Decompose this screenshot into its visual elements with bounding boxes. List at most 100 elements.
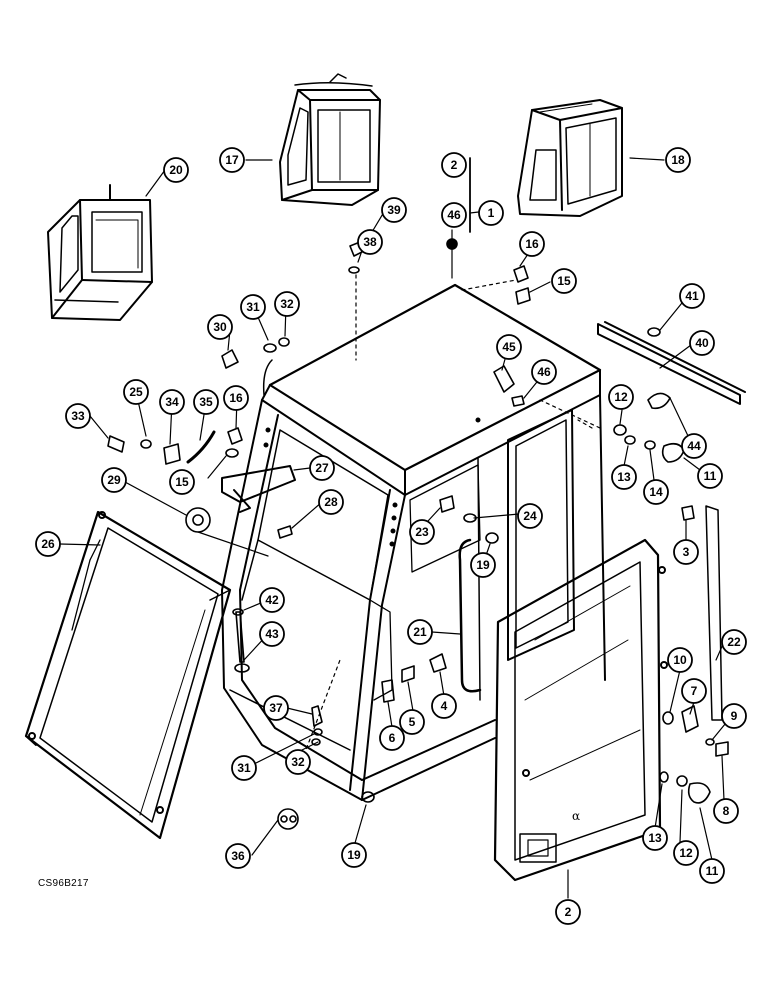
callout-32: 32 bbox=[274, 291, 300, 317]
callout-number: 37 bbox=[269, 701, 283, 715]
callout-number: 41 bbox=[685, 289, 699, 303]
callout-circle bbox=[65, 403, 91, 429]
callout-number: 12 bbox=[614, 390, 628, 404]
callout-circle bbox=[713, 798, 739, 824]
callout-number: 44 bbox=[687, 439, 701, 453]
callout-circle bbox=[409, 519, 435, 545]
right-door-2 bbox=[493, 538, 668, 882]
callout-number: 15 bbox=[175, 475, 189, 489]
callout-number: 32 bbox=[280, 297, 294, 311]
callout-number: 4 bbox=[441, 699, 448, 713]
callout-2: 2 bbox=[441, 152, 467, 178]
callout-number: 14 bbox=[649, 485, 663, 499]
callout-circle bbox=[163, 157, 189, 183]
callout-43: 43 bbox=[259, 621, 285, 647]
callout-circle bbox=[240, 294, 266, 320]
callout-number: 22 bbox=[727, 635, 741, 649]
callout-number: 8 bbox=[723, 804, 730, 818]
callout-40: 40 bbox=[689, 330, 715, 356]
callout-30: 30 bbox=[207, 314, 233, 340]
callout-circle bbox=[681, 678, 707, 704]
callout-12: 12 bbox=[673, 840, 699, 866]
callout-circle bbox=[478, 200, 504, 226]
callout-circle bbox=[399, 709, 425, 735]
callout-number: 46 bbox=[447, 208, 461, 222]
callout-circle bbox=[673, 539, 699, 565]
callout-number: 27 bbox=[315, 461, 329, 475]
callout-number: 21 bbox=[413, 625, 427, 639]
callout-circle bbox=[681, 433, 707, 459]
callout-number: 17 bbox=[225, 153, 239, 167]
callout-44: 44 bbox=[681, 433, 707, 459]
callout-circle bbox=[357, 229, 383, 255]
callout-circle bbox=[470, 552, 496, 578]
callout-45: 45 bbox=[496, 334, 522, 360]
strip-22 bbox=[705, 505, 723, 721]
callout-13: 13 bbox=[642, 825, 668, 851]
callout-circle bbox=[551, 268, 577, 294]
callout-16: 16 bbox=[519, 231, 545, 257]
callout-circle bbox=[441, 202, 467, 228]
hardware-parts bbox=[107, 238, 729, 830]
callout-number: 43 bbox=[265, 627, 279, 641]
callout-circle bbox=[309, 455, 335, 481]
callout-circle bbox=[263, 695, 289, 721]
callout-number: 45 bbox=[502, 340, 516, 354]
callout-number: 42 bbox=[265, 593, 279, 607]
callout-46: 46 bbox=[441, 202, 467, 228]
callout-34: 34 bbox=[159, 389, 185, 415]
cab-variant-17 bbox=[279, 73, 381, 206]
callout-17: 17 bbox=[219, 147, 245, 173]
callout-circle bbox=[274, 291, 300, 317]
callout-31: 31 bbox=[240, 294, 266, 320]
callout-circle bbox=[608, 384, 634, 410]
callout-number: 40 bbox=[695, 336, 709, 350]
callout-28: 28 bbox=[318, 489, 344, 515]
callout-number: 19 bbox=[347, 848, 361, 862]
callout-number: 11 bbox=[706, 864, 719, 878]
callout-9: 9 bbox=[721, 703, 747, 729]
callout-circle bbox=[379, 725, 405, 751]
callout-6: 6 bbox=[379, 725, 405, 751]
callout-1: 1 bbox=[478, 200, 504, 226]
callout-39: 39 bbox=[381, 197, 407, 223]
callout-25: 25 bbox=[123, 379, 149, 405]
callout-number: 25 bbox=[129, 385, 143, 399]
callout-number: 29 bbox=[107, 473, 121, 487]
callout-circle bbox=[259, 621, 285, 647]
callout-number: 11 bbox=[704, 469, 717, 483]
callout-20: 20 bbox=[163, 157, 189, 183]
callout-7: 7 bbox=[681, 678, 707, 704]
callout-circle bbox=[223, 385, 249, 411]
callout-circle bbox=[667, 647, 693, 673]
callout-circle bbox=[159, 389, 185, 415]
callout-circle bbox=[341, 842, 367, 868]
callout-number: 6 bbox=[389, 731, 396, 745]
callout-circle bbox=[207, 314, 233, 340]
callout-number: 33 bbox=[71, 409, 85, 423]
callout-41: 41 bbox=[679, 283, 705, 309]
cab-variant-20 bbox=[47, 184, 153, 321]
callout-2: 2 bbox=[555, 899, 581, 925]
callout-23: 23 bbox=[409, 519, 435, 545]
callout-number: 46 bbox=[537, 365, 551, 379]
callout-number: 23 bbox=[415, 525, 429, 539]
callout-number: 5 bbox=[409, 715, 416, 729]
callout-circle bbox=[381, 197, 407, 223]
callout-35: 35 bbox=[193, 389, 219, 415]
callout-number: 18 bbox=[671, 153, 685, 167]
callout-42: 42 bbox=[259, 587, 285, 613]
callout-circle bbox=[721, 629, 747, 655]
callout-circle bbox=[431, 693, 457, 719]
callout-number: 28 bbox=[324, 495, 338, 509]
callout-number: 13 bbox=[617, 470, 631, 484]
callout-circle bbox=[642, 825, 668, 851]
callout-15: 15 bbox=[551, 268, 577, 294]
callout-number: 20 bbox=[169, 163, 183, 177]
callout-circle bbox=[318, 489, 344, 515]
callout-12: 12 bbox=[608, 384, 634, 410]
leader-lines bbox=[59, 157, 731, 899]
callout-circle bbox=[169, 469, 195, 495]
sun-visor-27 bbox=[221, 465, 296, 513]
